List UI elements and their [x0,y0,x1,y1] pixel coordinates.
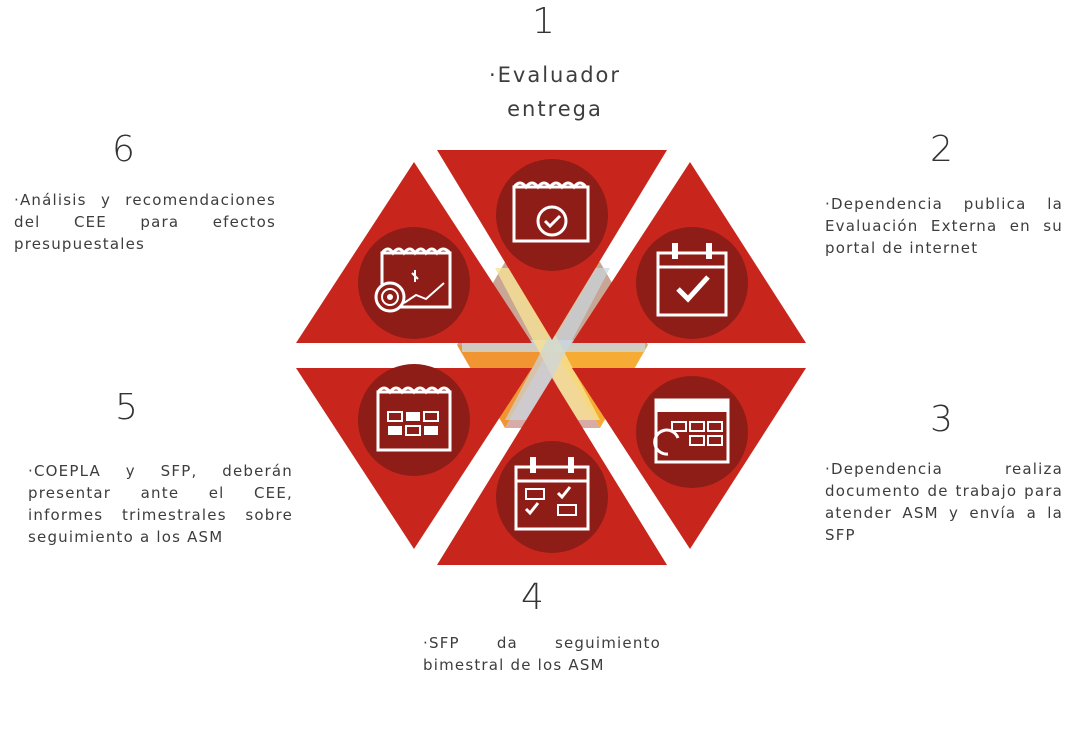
calendar-checkmark-icon [636,227,748,339]
step-3-text: ·Dependencia realiza documento de trabaj… [825,460,1063,544]
step-5-text: ·COEPLA y SFP, deberán presentar ante el… [28,462,293,546]
step-1-number: 1 [532,1,556,42]
calendar-refresh-icon [636,376,748,488]
step-4-text: ·SFP da seguimiento bimestral de los ASM [423,634,661,674]
step-2-text: ·Dependencia publica la Evaluación Exter… [825,195,1063,257]
calendar-target-chart-icon [358,227,470,339]
step-3-number: 3 [930,399,954,440]
step-2-number: 2 [930,129,954,170]
calendar-grid-icon [358,364,470,476]
step-4-number: 4 [521,577,545,618]
step-1-text: ·Evaluador entrega [488,63,622,121]
step-6-number: 6 [112,129,136,170]
step-6-text: ·Análisis y recomendaciones del CEE para… [14,191,276,253]
step-5-number: 5 [115,387,139,428]
calendar-check-circle-icon [496,159,608,271]
calendar-checklist-icon [496,441,608,553]
